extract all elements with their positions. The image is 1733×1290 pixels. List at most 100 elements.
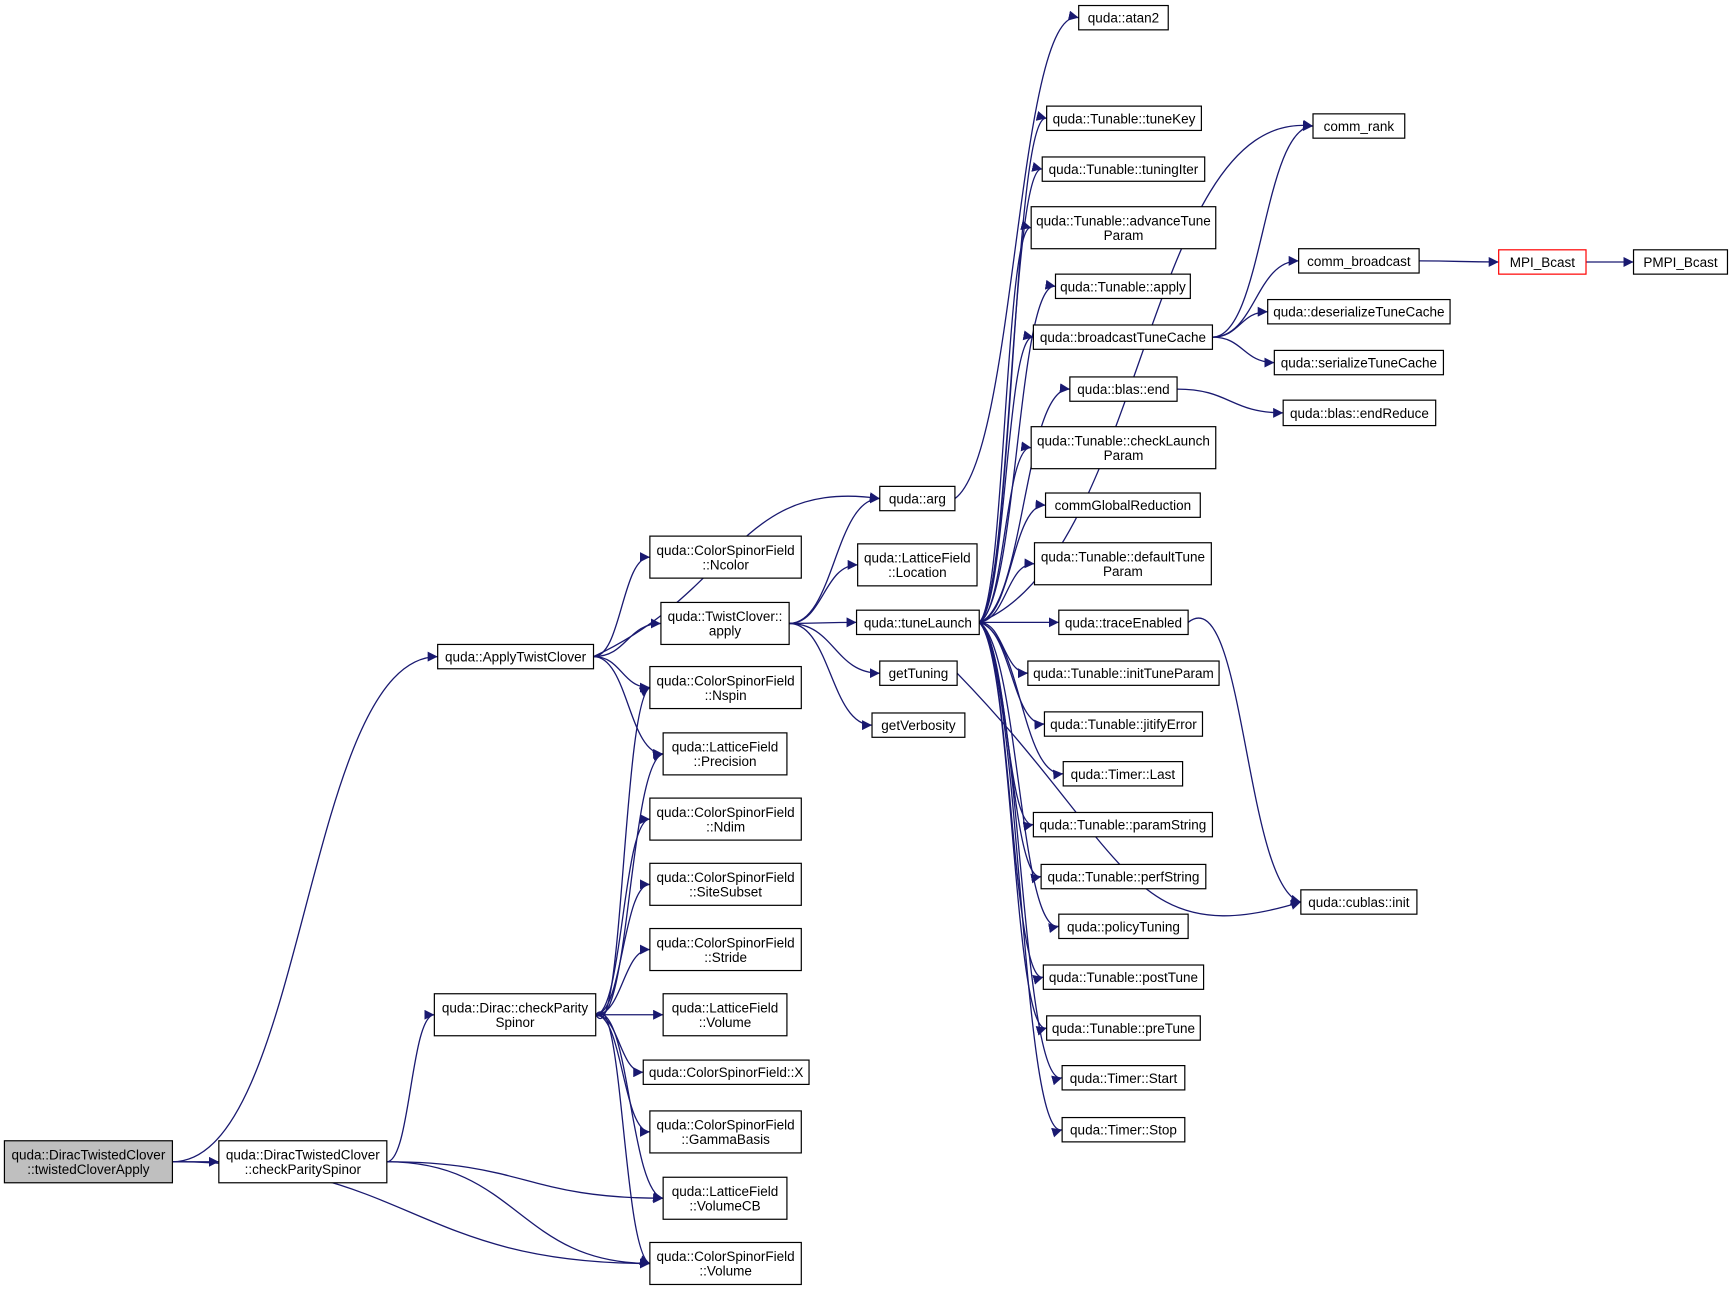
node-box (1267, 298, 1451, 325)
node-ndim[interactable]: quda::ColorSpinorField::Ndim (649, 797, 802, 841)
node-volumecb[interactable]: quda::LatticeField::VolumeCB (662, 1176, 788, 1220)
node-box (1030, 426, 1217, 470)
edge-path (595, 944, 650, 1016)
node-atan2[interactable]: quda::atan2 (1078, 4, 1169, 31)
node-posttune[interactable]: quda::Tunable::postTune (1042, 964, 1205, 990)
node-box (662, 993, 788, 1037)
node-paramstr[interactable]: quda::Tunable::paramString (1032, 811, 1214, 838)
node-root[interactable]: quda::DiracTwistedClover::twistedCloverA… (3, 1140, 174, 1184)
node-tunelaunch[interactable]: quda::tuneLaunch (855, 609, 980, 636)
node-tstop[interactable]: quda::Timer::Stop (1061, 1116, 1186, 1143)
node-label: ::Nspin (705, 688, 747, 703)
node-ser[interactable]: quda::serializeTuneCache (1273, 349, 1445, 376)
node-box (1058, 609, 1189, 636)
node-ncolor[interactable]: quda::ColorSpinorField::Ncolor (649, 535, 802, 579)
node-dcps[interactable]: quda::Dirac::checkParitySpinor (433, 993, 597, 1037)
edge-path (979, 621, 1028, 679)
node-box (649, 1110, 802, 1154)
node-tunekey[interactable]: quda::Tunable::tuneKey (1046, 105, 1202, 132)
node-jitify[interactable]: quda::Tunable::jitifyError (1043, 711, 1204, 737)
node-traceen[interactable]: quda::traceEnabled (1058, 609, 1189, 636)
edge-tcapply-to-getverbosity (789, 622, 873, 731)
edge-tcapply-to-tunelaunch (789, 617, 857, 628)
node-box (857, 543, 978, 587)
node-label: Spinor (496, 1015, 536, 1030)
node-timerlast[interactable]: quda::Timer::Last (1062, 761, 1184, 787)
node-stride[interactable]: quda::ColorSpinorField::Stride (649, 927, 802, 972)
node-label: Param (1104, 448, 1144, 463)
node-deser[interactable]: quda::deserializeTuneCache (1267, 298, 1451, 325)
edge-tunelaunch-to-cgr (979, 499, 1046, 623)
node-label: quda::deserializeTuneCache (1273, 305, 1444, 320)
edge-tunelaunch-to-tstart (978, 621, 1063, 1086)
edge-dcps-to-sitesubset (595, 879, 651, 1016)
node-label: getVerbosity (881, 718, 956, 733)
node-csfx[interactable]: quda::ColorSpinorField::X (642, 1059, 810, 1085)
node-blasend[interactable]: quda::blas::end (1069, 376, 1178, 402)
node-mpibcast[interactable]: MPI_Bcast (1498, 249, 1587, 275)
edge-dcps-to-ndim (595, 814, 651, 1016)
node-label: ::Ncolor (702, 557, 749, 572)
node-pretune[interactable]: quda::Tunable::preTune (1046, 1015, 1201, 1041)
node-tstart[interactable]: quda::Timer::Start (1061, 1065, 1186, 1091)
node-arg[interactable]: quda::arg (879, 485, 956, 512)
edge-path (595, 1014, 644, 1078)
node-label: apply (709, 624, 742, 639)
edge-path (595, 1011, 651, 1265)
node-lfvolume[interactable]: quda::LatticeField::Volume (662, 993, 788, 1037)
node-box (649, 862, 802, 906)
node-tuningiter[interactable]: quda::Tunable::tuningIter (1041, 156, 1206, 182)
node-commrank[interactable]: comm_rank (1312, 113, 1406, 139)
node-tapply[interactable]: quda::Tunable::apply (1054, 273, 1191, 300)
node-precision[interactable]: quda::LatticeField::Precision (662, 732, 788, 776)
edge-btc-to-commrank (1212, 121, 1314, 338)
edge-path (978, 621, 1059, 933)
node-btc[interactable]: quda::broadcastTuneCache (1032, 324, 1214, 350)
node-cublasinit[interactable]: quda::cublas::init (1300, 889, 1418, 915)
node-box (879, 660, 958, 686)
node-nspin[interactable]: quda::ColorSpinorField::Nspin (649, 665, 802, 710)
edge-tunelaunch-to-advtune (978, 220, 1032, 623)
node-policy[interactable]: quda::policyTuning (1058, 913, 1189, 940)
node-csfvolume[interactable]: quda::ColorSpinorField::Volume (649, 1241, 802, 1286)
node-pmpibcast[interactable]: PMPI_Bcast (1632, 249, 1729, 275)
node-box (660, 601, 790, 646)
node-dtc_cps[interactable]: quda::DiracTwistedClover::checkParitySpi… (218, 1140, 388, 1184)
node-gettuning[interactable]: getTuning (879, 660, 958, 686)
node-label: quda::DiracTwistedClover (12, 1148, 166, 1163)
node-label: quda::ColorSpinorField (657, 935, 795, 950)
edge-dcps-to-gammabasis (595, 1014, 650, 1137)
node-cgr[interactable]: commGlobalReduction (1044, 492, 1201, 518)
node-box (879, 485, 956, 512)
edge-tunelaunch-to-tstop (978, 621, 1063, 1138)
node-label: quda::blas::endReduce (1290, 406, 1429, 421)
node-box (1032, 811, 1214, 838)
node-label: quda::Timer::Last (1071, 767, 1176, 782)
node-label: quda::Tunable::initTuneParam (1033, 666, 1214, 681)
node-box (649, 1241, 802, 1286)
node-gammabasis[interactable]: quda::ColorSpinorField::GammaBasis (649, 1110, 802, 1154)
node-label: quda::ColorSpinorField (657, 870, 795, 885)
node-commbcast[interactable]: comm_broadcast (1298, 248, 1420, 274)
edge-path (789, 622, 873, 731)
node-endreduce[interactable]: quda::blas::endReduce (1282, 399, 1437, 427)
node-label: quda::policyTuning (1067, 919, 1180, 934)
node-label: ::checkParitySpinor (245, 1162, 362, 1177)
node-tcapply[interactable]: quda::TwistClover::apply (660, 601, 790, 646)
edge-tunelaunch-to-tuningiter (978, 162, 1043, 623)
node-getverbosity[interactable]: getVerbosity (871, 712, 966, 738)
node-atc[interactable]: quda::ApplyTwistClover (437, 643, 595, 670)
node-label: quda::ApplyTwistClover (445, 650, 587, 665)
edge-path (979, 499, 1046, 623)
edge-tunelaunch-to-policy (978, 621, 1059, 933)
node-box (1061, 1116, 1186, 1143)
node-label: quda::Tunable::postTune (1049, 970, 1198, 985)
node-inittune[interactable]: quda::Tunable::initTuneParam (1027, 660, 1220, 686)
node-sitesubset[interactable]: quda::ColorSpinorField::SiteSubset (649, 862, 802, 906)
node-location[interactable]: quda::LatticeField::Location (857, 543, 978, 587)
edge-path (1419, 256, 1499, 267)
node-perfstr[interactable]: quda::Tunable::perfString (1040, 863, 1207, 890)
